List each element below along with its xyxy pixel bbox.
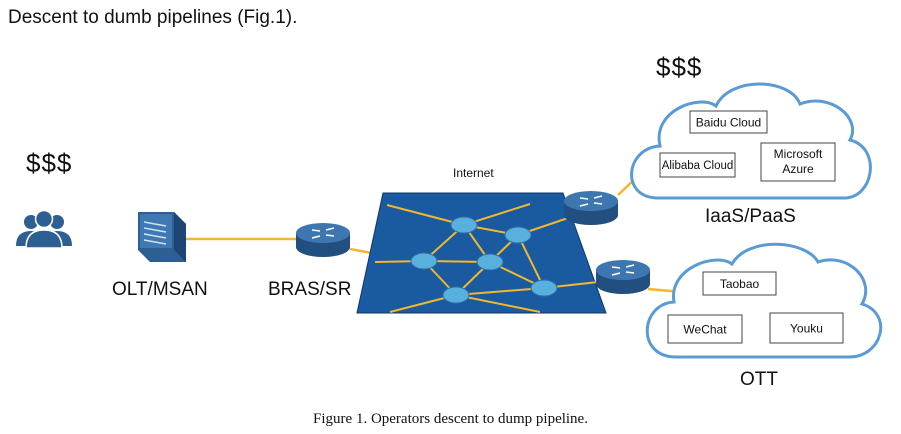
bras-sr-label: BRAS/SR [268,279,352,300]
service-box-youku [769,312,844,344]
network-node [530,279,558,297]
network-node [442,286,470,304]
service-box-alibaba-cloud [659,152,736,178]
network-node [476,253,504,271]
edge-router-ott-icon [596,260,650,294]
ott-label: OTT [740,369,778,390]
users-group-icon [16,209,72,249]
page-title: Descent to dumb pipelines (Fig.1). [8,7,298,28]
network-node [410,252,438,270]
service-box-wechat [667,314,743,344]
currency-right-label: $$$ [656,52,703,82]
service-label-wechat: WeChat [683,323,727,337]
network-node [450,216,478,234]
ott-cloud: Taobao WeChat Youku [645,242,883,359]
figure-caption: Figure 1. Operators descent to dump pipe… [313,411,588,427]
olt-msan-label: OLT/MSAN [112,279,208,300]
service-label-youku: Youku [790,322,823,336]
service-label-taobao: Taobao [720,277,760,291]
edge-router-iaas-icon [564,191,618,225]
network-node [504,226,532,244]
currency-left-label: $$$ [26,148,73,178]
service-box-taobao [702,271,777,296]
internet-network [356,192,607,314]
service-box-baidu-cloud [689,110,768,134]
iaas-cloud: Baidu Cloud Alibaba Cloud Microsoft Azur… [630,82,872,200]
service-label-baidu-cloud: Baidu Cloud [696,116,761,130]
iaas-paas-label: IaaS/PaaS [705,206,796,227]
service-box-microsoft-azure [760,142,836,182]
service-label-alibaba-cloud: Alibaba Cloud [662,160,734,172]
olt-device-icon [138,212,186,262]
internet-label: Internet [453,166,494,180]
bras-router-icon [296,223,350,257]
service-label-azure: Azure [782,162,814,176]
service-label-microsoft: Microsoft [774,147,823,161]
